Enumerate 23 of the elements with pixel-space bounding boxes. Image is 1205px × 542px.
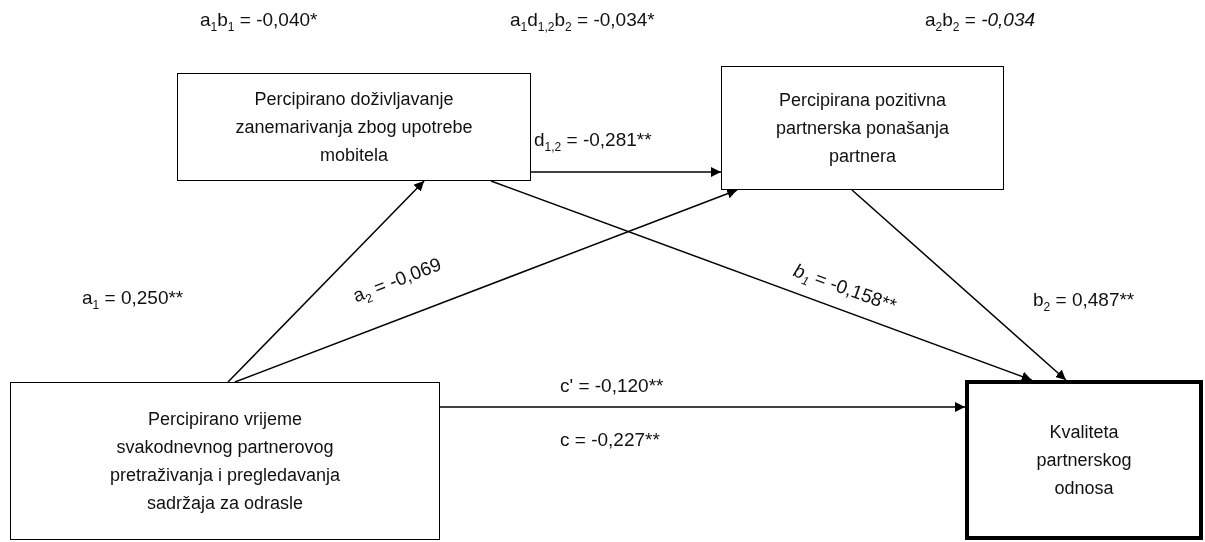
- variable-label: Percipirano vrijeme svakodnevnog partnerovog pretraživanja i pregledavanja sadržaja za odrasle: [108, 408, 342, 515]
- coefficient-label: a$_{1}$ = 0,250**: [82, 286, 184, 314]
- coefficient-label: b$_{2}$ = 0,487**: [1033, 288, 1135, 316]
- arrow: [234, 188, 738, 383]
- effect-label: a$_{1}$d$_{1,2}$b$_{2}$ = -0,034*: [510, 8, 655, 36]
- arrow: [227, 180, 425, 383]
- arrow: [851, 189, 1067, 381]
- coefficient-label: a$_{2}$ = -0,069: [349, 252, 446, 309]
- variable-label: Kvaliteta partnerskog odnosa: [1035, 421, 1133, 500]
- coefficient-label: d$_{1,2}$ = -0,281**: [534, 128, 652, 156]
- variable-box: [965, 380, 1203, 540]
- variable-box: [10, 382, 440, 540]
- variable-box: [177, 73, 531, 181]
- effect-label: a$_{1}$b$_{1}$ = -0,040*: [200, 8, 318, 36]
- effect-label: c = -0,227**: [560, 428, 660, 452]
- arrow: [530, 167, 722, 177]
- coefficient-label: c' = -0,120**: [560, 374, 664, 398]
- effect-label: a$_{2}$b$_{2}$ = -0,034: [925, 8, 1036, 36]
- arrow: [439, 402, 966, 413]
- variable-label: Percipirana pozitivna partnerska ponašanja partnera: [774, 89, 951, 168]
- arrow: [490, 180, 1033, 382]
- variable-box: [721, 66, 1004, 190]
- variable-label: Percipirano doživljavanje zanemarivanja zbog upotrebe mobitela: [234, 88, 474, 167]
